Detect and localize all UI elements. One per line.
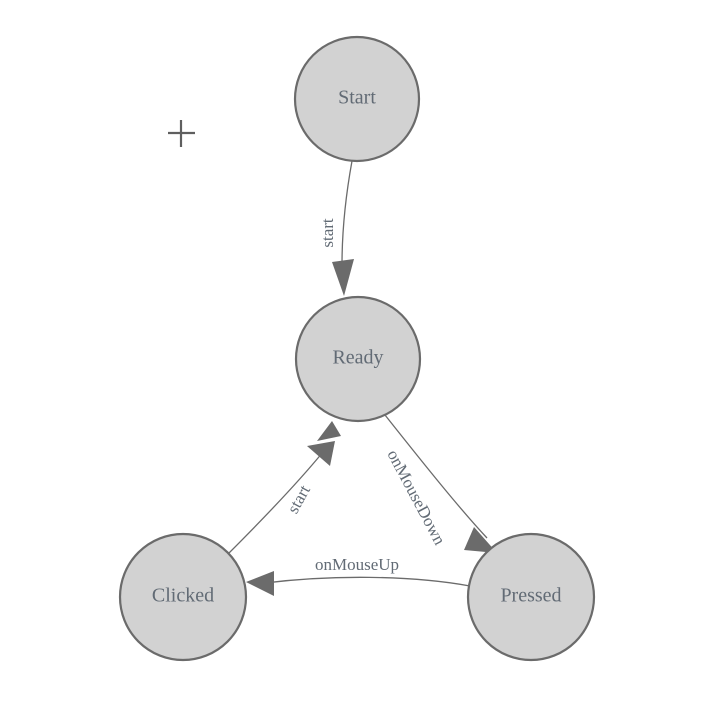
node-start[interactable]: Start	[293, 35, 421, 163]
edge-start-to-ready-arrowhead	[332, 259, 354, 296]
edge-label-start-to-ready: start	[318, 218, 337, 248]
edge-ready-to-pressed-path	[384, 414, 488, 539]
node-clicked[interactable]: Clicked	[118, 532, 248, 662]
node-start-circle[interactable]	[293, 35, 421, 163]
node-pressed[interactable]: Pressed	[466, 532, 596, 662]
node-pressed-label: Pressed	[500, 585, 561, 607]
node-ready-label: Ready	[332, 347, 383, 369]
edge-ready-to-pressed-arrowhead	[464, 527, 497, 553]
edge-ready-to-pressed[interactable]: onMouseDown	[383, 414, 497, 553]
edge-clicked-to-ready-arrowhead	[307, 441, 335, 466]
node-pressed-circle[interactable]	[466, 532, 596, 662]
node-ready[interactable]: Ready	[294, 295, 422, 423]
edge-pressed-to-clicked-path	[264, 576, 471, 587]
edge-clicked-to-ready[interactable]: start	[228, 421, 341, 554]
edge-pressed-to-clicked[interactable]: onMouseUp	[246, 555, 471, 596]
node-start-label: Start	[338, 87, 376, 109]
edge-label-clicked-to-ready: start	[283, 482, 314, 517]
node-ready-circle[interactable]	[294, 295, 422, 423]
plus-crosshair-icon	[168, 120, 195, 147]
edge-pressed-to-clicked-arrowhead	[246, 571, 274, 596]
edge-label-ready-to-pressed: onMouseDown	[383, 447, 449, 549]
edge-clicked-to-ready-arrowhead-tip	[317, 421, 341, 441]
edge-clicked-to-ready-path	[228, 451, 324, 554]
edge-start-to-ready-path	[341, 160, 353, 266]
node-clicked-circle[interactable]	[118, 532, 248, 662]
edge-label-pressed-to-clicked: onMouseUp	[315, 555, 399, 574]
node-clicked-label: Clicked	[152, 585, 214, 607]
edge-start-to-ready[interactable]: start	[318, 160, 354, 296]
